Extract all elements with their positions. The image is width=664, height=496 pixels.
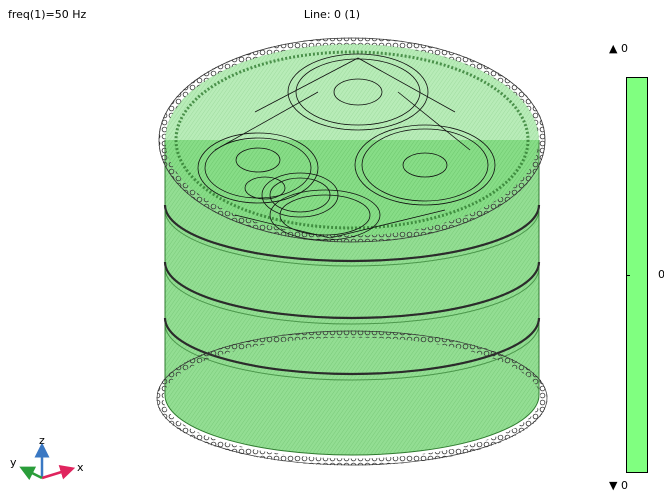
colorbar-tick (626, 275, 630, 276)
cable-cores-wireframe (197, 53, 496, 241)
axis-x-label: x (77, 461, 84, 474)
axis-y-label: y (10, 456, 17, 469)
evaluation-label: freq(1)=50 Hz (8, 8, 87, 21)
armour-band-3 (163, 317, 541, 376)
down-arrow-icon: ▼ (609, 479, 618, 492)
up-arrow-icon: ▲ (609, 42, 618, 55)
bottom-armour-ring (156, 330, 548, 466)
axis-z-label: z (39, 434, 45, 447)
armour-band-1 (163, 204, 541, 263)
axis-triad: z x y (10, 434, 84, 481)
colorbar-max-value: 0 (620, 42, 628, 55)
plot-title: Line: 0 (1) (303, 8, 361, 21)
colorbar-max: ▲ 0 (609, 42, 628, 55)
colorbar-min: ▼ 0 (609, 479, 628, 492)
colorbar-mid-value: 0 (658, 268, 664, 281)
cable-model (156, 37, 548, 466)
armour-band-2 (163, 261, 541, 320)
top-armour-ring (158, 37, 546, 243)
colorbar-min-value: 0 (620, 479, 628, 492)
